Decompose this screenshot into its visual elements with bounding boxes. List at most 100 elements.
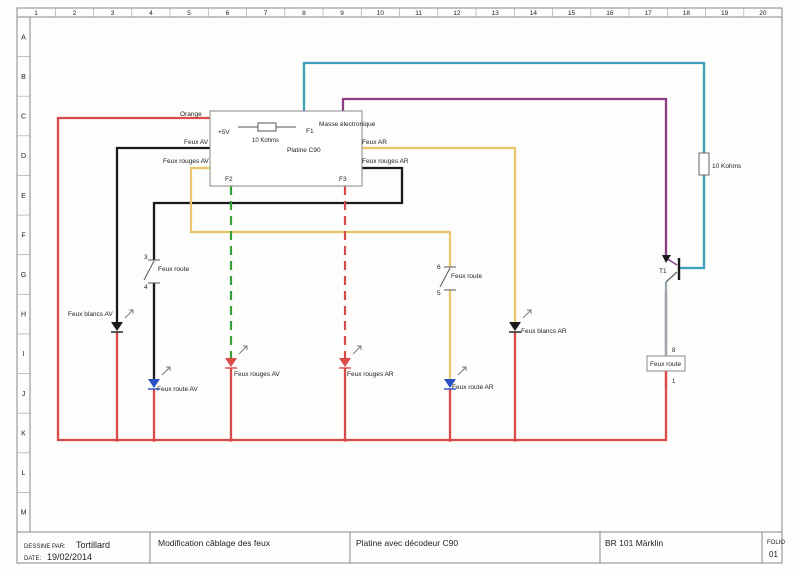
led-feux-rouges-av: Feux rouges AV bbox=[225, 345, 280, 378]
wire-yellow-feux-rouges-av bbox=[189, 166, 452, 267]
relay-label: Feux route bbox=[650, 361, 681, 368]
grid-column-label: 8 bbox=[302, 10, 306, 17]
relay-feux-route: Feux route 8 1 bbox=[646, 348, 686, 388]
grid-column-label: 12 bbox=[453, 10, 461, 17]
title-model: BR 101 Märklin bbox=[605, 538, 663, 548]
wire-blue-f1 bbox=[302, 61, 706, 153]
transistor-t1: T1 bbox=[659, 255, 681, 283]
grid-column-ticks bbox=[54, 8, 745, 17]
grid-column-label: 1 bbox=[34, 10, 38, 17]
label-feux-rouges-av: Feux rouges AV bbox=[163, 158, 209, 165]
wire-red-ground bbox=[56, 116, 668, 442]
switch-left-pin-bottom: 4 bbox=[144, 284, 148, 291]
board-resistor-label: 10 Kohms bbox=[252, 138, 279, 144]
title-date: 19/02/2014 bbox=[47, 552, 92, 562]
title-subject: Modification câblage des feux bbox=[158, 538, 271, 548]
label-masse-electronique: Masse électronique bbox=[319, 121, 376, 128]
drawing-frame bbox=[16, 7, 783, 564]
board-f3-label: F3 bbox=[339, 176, 347, 183]
grid-row-label: D bbox=[21, 153, 26, 160]
board-f2-label: F2 bbox=[225, 176, 233, 183]
led-feux-route-ar: Feux route AR bbox=[444, 366, 494, 391]
title-author: Tortillard bbox=[76, 540, 110, 550]
grid-column-label: 16 bbox=[606, 10, 614, 17]
led-feux-rouges-ar: Feux rouges AR bbox=[339, 345, 394, 378]
resistor-10k-right: 10 Kohms bbox=[698, 152, 742, 176]
relay-pin-top: 8 bbox=[672, 348, 676, 354]
switch-left-label: Feux route bbox=[158, 266, 189, 273]
led-feux-route-av-label: Feux route AV bbox=[157, 386, 198, 393]
grid-column-label: 14 bbox=[530, 10, 538, 17]
platine-c90-board: +5V 10 Kohms F1 Platine C90 F2 F3 bbox=[209, 110, 363, 187]
resistor-10k-right-label: 10 Kohms bbox=[712, 163, 742, 170]
switch-right-pin-bottom: 5 bbox=[437, 290, 441, 297]
switch-feux-route-right: 6 5 Feux route bbox=[437, 264, 482, 297]
transistor-t1-label: T1 bbox=[659, 268, 667, 275]
grid-column-label: 7 bbox=[264, 10, 268, 17]
grid-column-label: 5 bbox=[187, 10, 191, 17]
wire-black-feux-route-av bbox=[152, 166, 404, 260]
wire-purple-masse bbox=[341, 97, 668, 258]
grid-column-label: 17 bbox=[644, 10, 652, 17]
grid-column-label: 9 bbox=[340, 10, 344, 17]
junction-dots bbox=[115, 438, 517, 442]
led-feux-blancs-ar: Feux blancs AR bbox=[509, 309, 567, 335]
grid-column-label: 20 bbox=[759, 10, 767, 17]
grid-row-ticks bbox=[17, 56, 30, 493]
wire-black-feux-av bbox=[115, 146, 210, 322]
board-f1-label: F1 bbox=[306, 128, 314, 135]
title-folio-label: FOLIO bbox=[767, 540, 785, 546]
board-resistor bbox=[257, 122, 277, 132]
grid-column-label: 4 bbox=[149, 10, 153, 17]
label-feux-av: Feux AV bbox=[184, 139, 209, 146]
led-feux-route-ar-label: Feux route AR bbox=[452, 384, 494, 391]
wire-yellow-feux-ar bbox=[362, 146, 517, 322]
grid-row-label: E bbox=[21, 193, 26, 200]
led-feux-blancs-av-label: Feux blancs AV bbox=[68, 311, 113, 318]
grid-column-label: 18 bbox=[683, 10, 691, 17]
label-feux-rouges-ar: Feux rouges AR bbox=[362, 158, 409, 165]
grid-column-label: 2 bbox=[73, 10, 77, 17]
board-name: Platine C90 bbox=[287, 147, 321, 154]
led-feux-route-av: Feux route AV bbox=[148, 366, 198, 393]
title-board: Platine avec décodeur C90 bbox=[356, 538, 458, 548]
grid-row-label: B bbox=[21, 74, 26, 81]
label-feux-ar: Feux AR bbox=[362, 139, 387, 146]
grid-column-label: 19 bbox=[721, 10, 729, 17]
led-feux-blancs-ar-label: Feux blancs AR bbox=[521, 328, 567, 335]
grid-column-label: 3 bbox=[111, 10, 115, 17]
switch-right-pin-top: 6 bbox=[437, 264, 441, 271]
grid-column-label: 10 bbox=[377, 10, 385, 17]
switch-left-pin-top: 3 bbox=[144, 254, 148, 261]
grid-row-label: H bbox=[21, 312, 26, 319]
label-orange: Orange bbox=[180, 111, 202, 118]
grid-row-label: L bbox=[22, 470, 26, 477]
grid-row-label: A bbox=[21, 34, 26, 41]
grid-row-label: C bbox=[21, 114, 26, 121]
grid-column-label: 6 bbox=[226, 10, 230, 17]
grid-row-label: K bbox=[21, 431, 26, 438]
grid-column-label: 13 bbox=[491, 10, 499, 17]
relay-pin-bottom: 1 bbox=[672, 379, 676, 385]
grid-row-label: J bbox=[22, 391, 26, 398]
grid-row-label: G bbox=[21, 272, 26, 279]
grid-column-label: 15 bbox=[568, 10, 576, 17]
switch-feux-route-left: 3 4 Feux route bbox=[143, 254, 189, 291]
wire-blue-to-base bbox=[679, 175, 706, 270]
title-date-label: DATE: bbox=[24, 556, 42, 562]
board-5v-label: +5V bbox=[218, 129, 230, 136]
led-feux-rouges-av-label: Feux rouges AV bbox=[234, 371, 280, 378]
title-block: DESSINE PAR: Tortillard DATE: 19/02/2014… bbox=[24, 532, 785, 563]
grid-column-label: 11 bbox=[415, 10, 422, 17]
grid-row-label: I bbox=[23, 351, 25, 358]
title-folio: 01 bbox=[769, 550, 778, 559]
title-dessine-par-label: DESSINE PAR: bbox=[24, 544, 66, 550]
grid-row-label: M bbox=[21, 510, 27, 517]
switch-right-label: Feux route bbox=[451, 273, 482, 280]
led-feux-rouges-ar-label: Feux rouges AR bbox=[347, 371, 394, 378]
led-feux-blancs-av: Feux blancs AV bbox=[68, 309, 134, 333]
